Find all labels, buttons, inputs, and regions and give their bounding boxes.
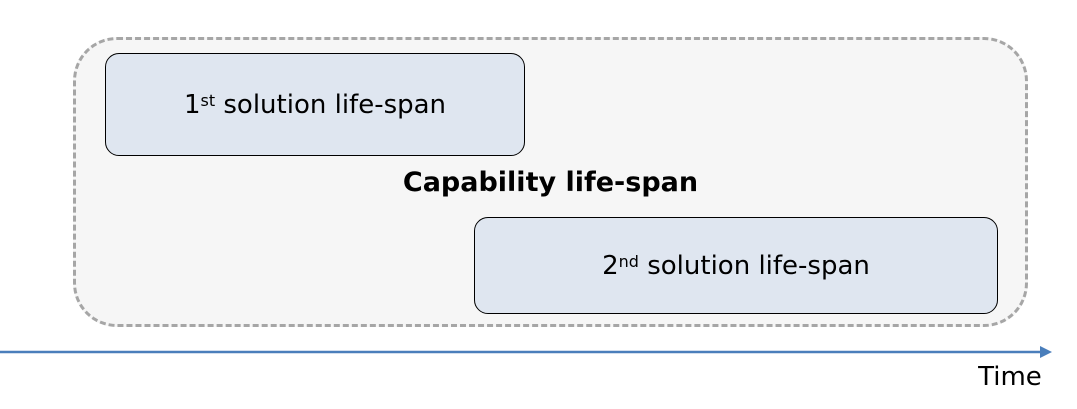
second-solution-ordinal-suffix: nd (618, 252, 639, 271)
capability-lifespan-label: Capability life-span (402, 167, 699, 198)
time-axis-label: Time (978, 362, 1042, 392)
first-solution-label: solution life-span (215, 89, 447, 120)
time-axis-arrow (0, 346, 1052, 358)
time-axis-arrowhead (1040, 346, 1052, 358)
second-solution-number: 2 (602, 250, 619, 281)
first-solution-ordinal-suffix: st (200, 91, 216, 110)
first-solution-number: 1 (183, 89, 201, 120)
second-solution-label: solution life-span (638, 250, 870, 281)
